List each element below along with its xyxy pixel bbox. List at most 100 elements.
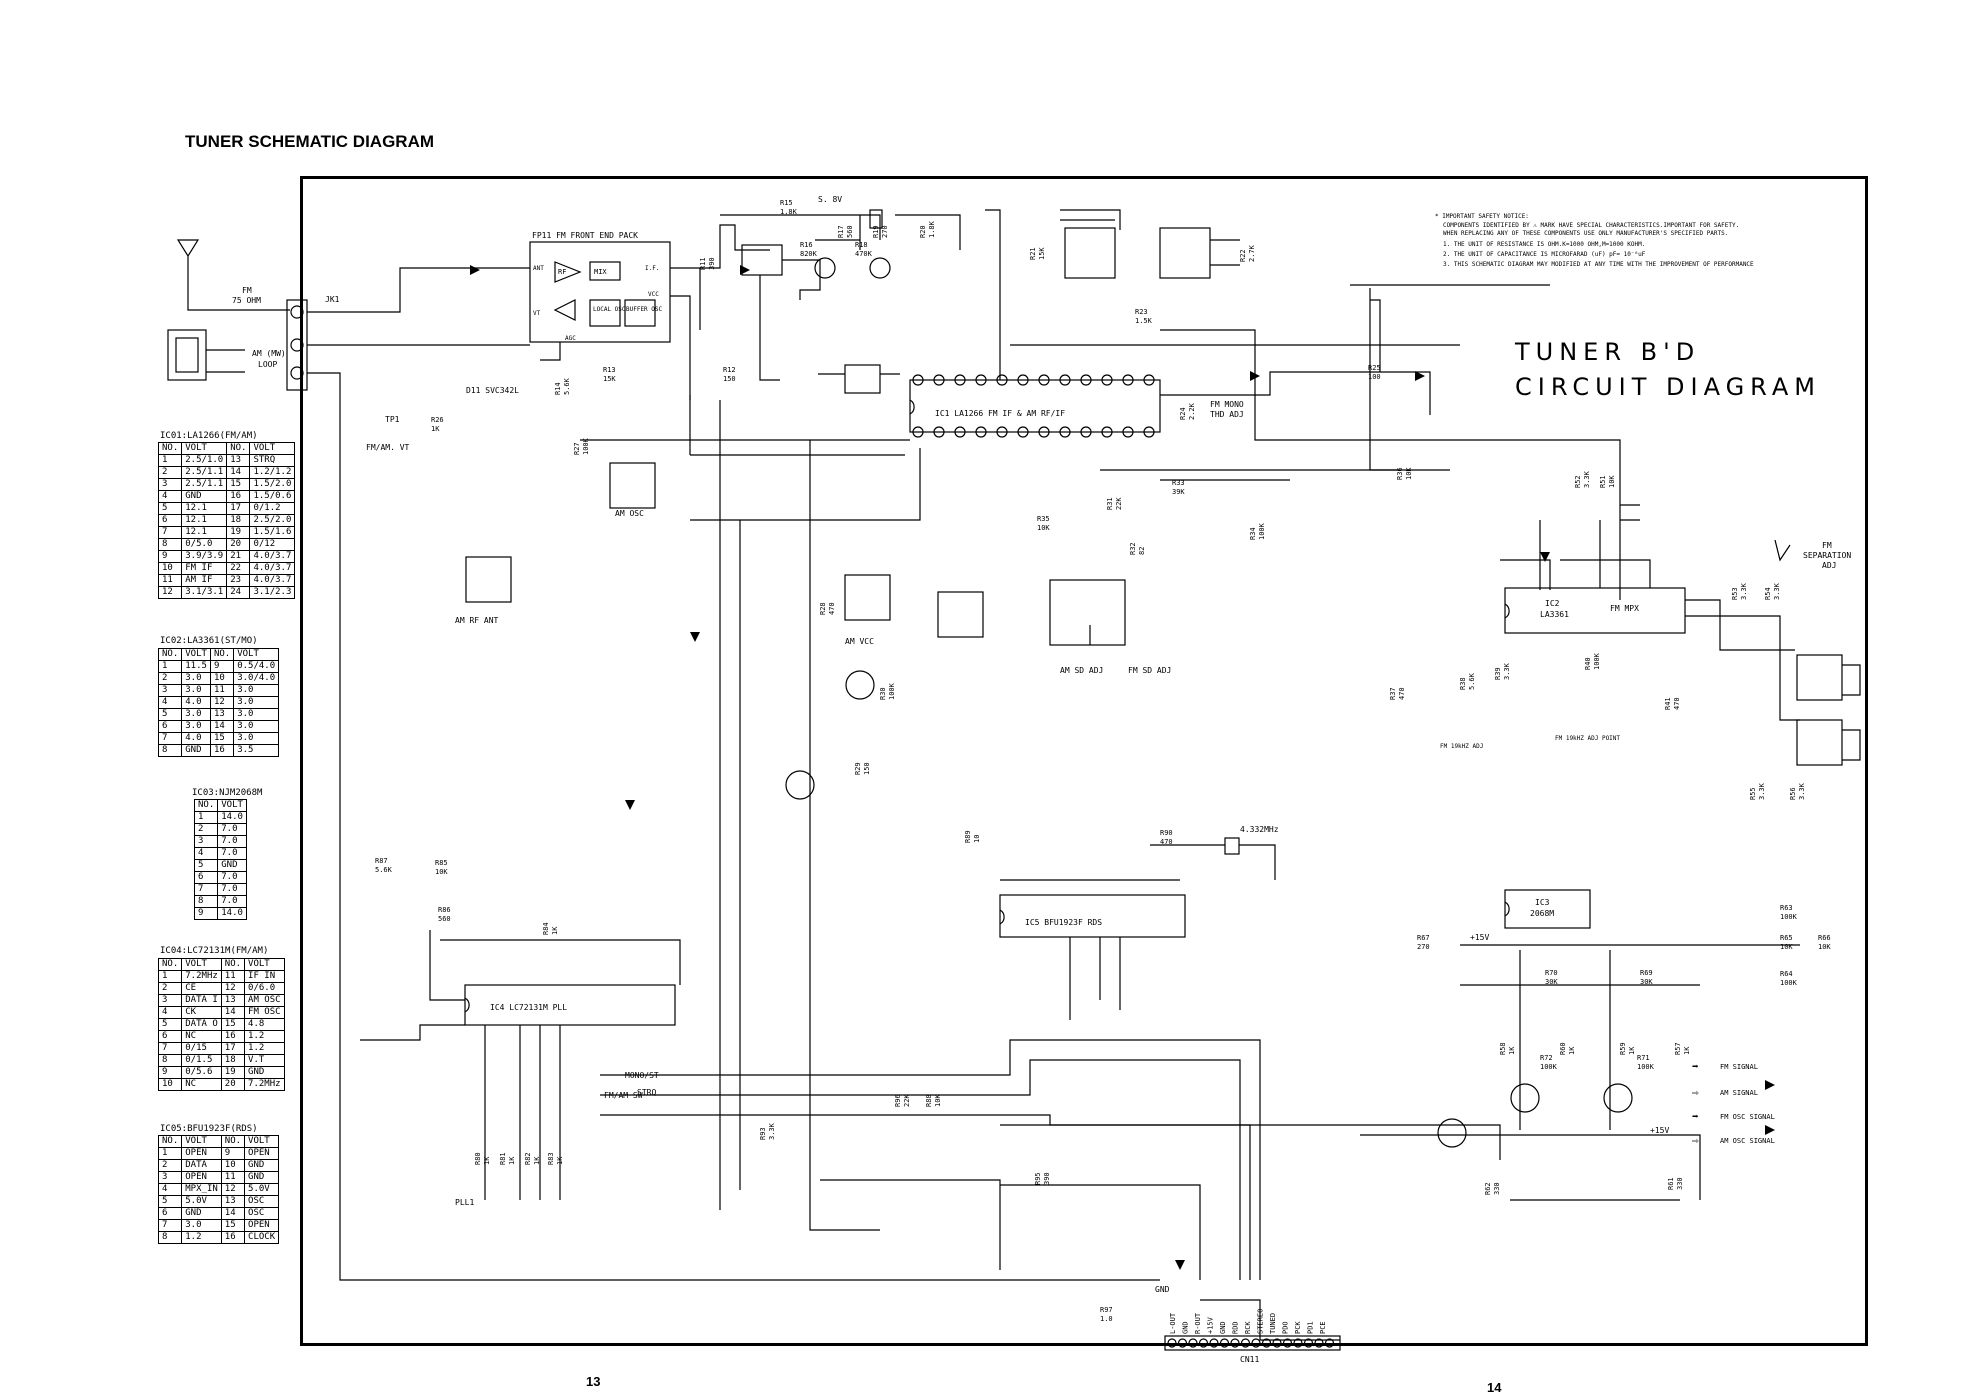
component-value: 22K: [903, 1094, 911, 1107]
table-cell: 4.0/3.7: [249, 562, 296, 575]
table-cell: 6: [157, 1207, 183, 1220]
gnd-label: GND: [1155, 1285, 1170, 1294]
ic1-pin: [1101, 426, 1113, 438]
table-cell: 9: [209, 660, 235, 673]
jk1-label: JK1: [325, 295, 340, 304]
fm-ant-label-1: FM: [242, 286, 252, 295]
table-cell: 8: [157, 744, 183, 757]
fm-19k-adj-label: FM 19kHZ ADJ: [1440, 743, 1483, 750]
table-cell: 10: [157, 1078, 183, 1091]
am-loop-label-1: AM (MW): [252, 349, 286, 358]
note-line-5: 2. THE UNIT OF CAPACITANCE IS MICROFARAD…: [1443, 251, 1646, 258]
component-value: 100K: [888, 682, 896, 700]
component-value: 2.2K: [1188, 402, 1196, 420]
component-ref: R82: [524, 1152, 532, 1165]
connector-pin-label: PD1: [1307, 1321, 1315, 1334]
component-ref: R55: [1749, 787, 1757, 800]
component-value: 1.5K: [1135, 317, 1153, 325]
component-value: 2.7K: [1248, 244, 1256, 262]
component-value: 100K: [1540, 1063, 1558, 1071]
component-value: 330: [1493, 1182, 1501, 1195]
component-value: 3.3K: [1503, 662, 1511, 680]
ic1-pin: [975, 426, 987, 438]
plus15v-label-2: +15V: [1650, 1126, 1669, 1135]
connector-pin: [1324, 1338, 1335, 1348]
component-value: 1.8K: [780, 208, 798, 216]
component-value: 3.3K: [1773, 582, 1781, 600]
x13-freq-label: 4.332MHz: [1240, 825, 1279, 834]
component-value: 1K: [1628, 1046, 1636, 1055]
note-line-6: 3. THIS SCHEMATIC DIAGRAM MAY MODIFIED A…: [1443, 261, 1754, 268]
ic1-pin: [975, 374, 987, 386]
ic3-name: IC3: [1535, 898, 1550, 907]
component-ref: R83: [547, 1152, 555, 1165]
component-value: 22K: [1115, 497, 1123, 510]
component-value: 5.6K: [563, 377, 571, 395]
page-number-left: 13: [586, 1374, 601, 1389]
table-cell: 5: [157, 1018, 183, 1031]
component-ref: R37: [1389, 687, 1397, 700]
connector-pin-label: STEREO: [1257, 1309, 1265, 1334]
table-cell: 12: [157, 586, 183, 599]
component-value: 270: [881, 225, 889, 238]
component-value: 3.3K: [1583, 470, 1591, 488]
table-cell: 14.0: [217, 907, 247, 920]
connector-pin: [1272, 1338, 1282, 1348]
component-value: 100K: [582, 437, 590, 455]
component-value: 5.6K: [1468, 672, 1476, 690]
component-ref: R72: [1540, 1054, 1553, 1062]
component-ref: R26: [431, 416, 444, 424]
component-ref: R58: [1499, 1042, 1507, 1055]
component-value: 3.3K: [1758, 782, 1766, 800]
table-cell: 3: [157, 1171, 183, 1184]
component-ref: R63: [1780, 904, 1793, 912]
ic1-pin: [1059, 426, 1071, 438]
component-value: 1K: [1568, 1046, 1576, 1055]
ic1-pin: [1101, 374, 1113, 386]
component-ref: R70: [1545, 969, 1558, 977]
component-value: 390: [1043, 1172, 1051, 1185]
component-value: 39K: [1172, 488, 1185, 496]
table-cell: 3.0: [233, 732, 280, 745]
table-header-cell: NO.: [193, 799, 219, 812]
table-cell: 16: [209, 744, 235, 757]
component-ref: R54: [1764, 587, 1772, 600]
ic1-pin: [996, 374, 1008, 386]
fm-mono-thd-label-2: THD ADJ: [1210, 410, 1244, 419]
table-cell: 17: [226, 502, 251, 515]
component-ref: R27: [573, 442, 581, 455]
component-value: 1K: [551, 926, 559, 935]
connector-pin-label: PDO: [1282, 1321, 1290, 1334]
table-cell: 3.1/3.1: [181, 586, 228, 599]
component-ref: R51: [1599, 475, 1607, 488]
rf-label: RF: [558, 268, 566, 276]
component-ref: R31: [1106, 497, 1114, 510]
table-cell: CLOCK: [244, 1231, 280, 1244]
am-rf-ant-label: AM RF ANT: [455, 616, 499, 625]
component-value: 1K: [533, 1156, 541, 1165]
table-cell: 9: [193, 907, 219, 920]
legend-label-fm: FM SIGNAL: [1720, 1063, 1758, 1071]
component-value: 820K: [800, 250, 818, 258]
ic1-pin: [933, 374, 945, 386]
connector-pin: [1303, 1338, 1314, 1348]
connector-pin: [1188, 1338, 1198, 1348]
component-value: 15K: [1038, 247, 1046, 260]
component-value: 10K: [1780, 943, 1793, 951]
component-ref: R24: [1179, 407, 1187, 420]
component-ref: R86: [438, 906, 451, 914]
ant-label: ANT: [533, 265, 544, 272]
ic1-pin: [1038, 426, 1050, 438]
component-ref: R90: [1160, 829, 1173, 837]
component-ref: R52: [1574, 475, 1582, 488]
component-value: 100K: [1258, 522, 1266, 540]
component-value: 560: [438, 915, 451, 923]
